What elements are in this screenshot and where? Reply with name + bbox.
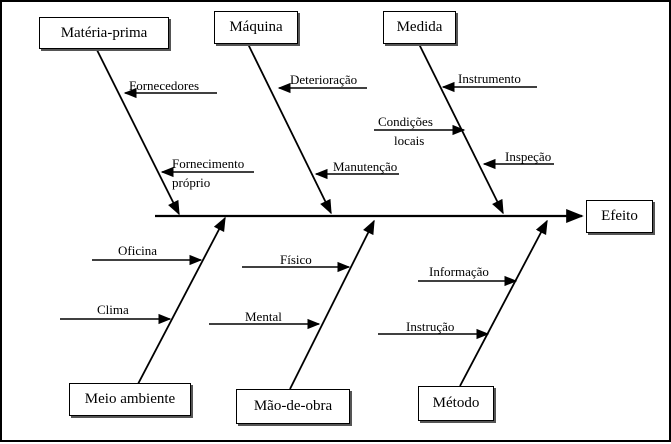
category-box-maquina: Máquina	[214, 11, 298, 44]
cause-fornecimento: Fornecimento	[172, 156, 244, 171]
cause-inspecao: Inspeção	[505, 149, 551, 164]
cause-fornecedores: Fornecedores	[129, 78, 199, 93]
category-box-meio-ambiente: Meio ambiente	[69, 383, 191, 416]
category-label: Meio ambiente	[85, 391, 175, 408]
category-box-metodo: Método	[418, 386, 494, 421]
bone-mao-de-obra	[290, 221, 374, 389]
bone-materia-prima	[97, 50, 179, 214]
category-box-materia-prima: Matéria-prima	[39, 17, 169, 49]
effect-box: Efeito	[586, 200, 653, 233]
category-label: Mão-de-obra	[254, 398, 332, 415]
cause-instrumento: Instrumento	[458, 71, 521, 86]
cause-condicoes: Condições	[378, 114, 433, 129]
category-label: Máquina	[229, 19, 282, 36]
bone-metodo	[460, 221, 547, 386]
cause-oficina: Oficina	[118, 243, 157, 258]
category-box-medida: Medida	[383, 11, 456, 44]
category-label: Matéria-prima	[61, 25, 148, 42]
category-label: Método	[433, 395, 480, 412]
bone-maquina	[248, 44, 331, 213]
effect-label: Efeito	[601, 208, 638, 225]
cause-deterioracao: Deterioração	[290, 72, 357, 87]
cause-informacao: Informação	[429, 264, 489, 279]
category-box-mao-de-obra: Mão-de-obra	[236, 389, 350, 424]
cause-instrucao: Instrução	[406, 319, 454, 334]
cause-proprio: próprio	[172, 175, 210, 190]
cause-manutencao: Manutenção	[333, 159, 397, 174]
cause-locais: locais	[394, 133, 424, 148]
cause-fisico: Físico	[280, 252, 312, 267]
cause-mental: Mental	[245, 309, 282, 324]
category-label: Medida	[397, 19, 443, 36]
cause-clima: Clima	[97, 302, 129, 317]
